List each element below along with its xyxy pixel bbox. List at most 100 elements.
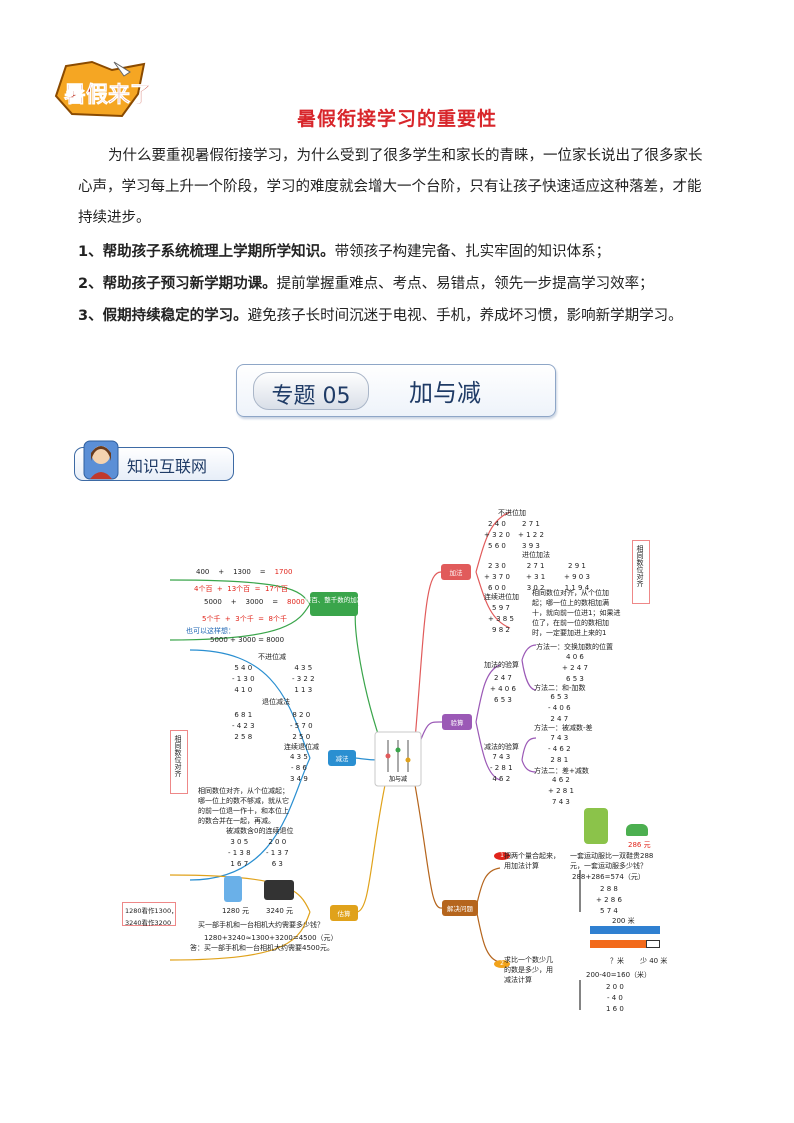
- add-h1: 不进位加: [498, 509, 526, 517]
- whole-eq3: 5000 + 3000 = 8000: [210, 636, 285, 644]
- bar-200: [590, 926, 660, 934]
- mind-map: 加与减 整百、整千数的加减 减法 估算 加法 验算 解决问题: [169, 511, 581, 1010]
- intro-line: 心声，学习每上升一个阶段，学习的难度就会增大一个台阶，只有让孩子快速适应这种落差…: [78, 179, 702, 195]
- est-price2: 3240 元: [266, 907, 294, 915]
- branch-check-label: 验算: [451, 718, 465, 727]
- branch-check: [442, 714, 472, 730]
- est-question: 买一部手机和一台相机大约需要多少钱？: [198, 921, 324, 929]
- est-note-box: 1280看作1300， 3240看作3200: [122, 902, 178, 927]
- point-item: 3、假期持续稳定的学习。避免孩子长时间沉迷于电视、手机，养成坏习惯，影响新学期学…: [78, 308, 683, 324]
- bar-less: [646, 940, 660, 948]
- sub-h2: 退位减法: [262, 698, 290, 706]
- est-price1: 1280 元: [222, 907, 250, 915]
- check-m4: 方法二：差+减数: [534, 767, 589, 775]
- solve-price: 286 元: [628, 841, 651, 849]
- intro-line: 为什么要重视暑假衔接学习，为什么受到了很多学生和家长的青睐，一位家长说出了很多家…: [108, 148, 703, 164]
- whole-eq1: 400 + 1300 = 1700: [196, 568, 293, 576]
- point-item: 2、帮助孩子预习新学期功课。提前掌握重难点、考点、易错点，领先一步提高学习效率；: [78, 276, 654, 292]
- add-tip: 相同数位对齐，从个位加起；哪一位上的数相加满十，就向前一位进1；如果进位了，在前…: [532, 589, 621, 637]
- solve-s2: 求比一个数少几的数是多少，用减法计算: [504, 956, 553, 984]
- branch-est-label: 估算: [338, 909, 352, 918]
- solve-less: 少 40 米: [640, 957, 668, 965]
- whole-eq2b: 5个千 + 3个千 = 8个千: [202, 615, 287, 623]
- check-m1: 方法一：交换加数的位置: [536, 643, 613, 651]
- topic-tag: 专题 05: [253, 372, 369, 410]
- sub-side-note: 相同数位对齐: [170, 730, 188, 794]
- page-title: 暑假衔接学习的重要性: [296, 108, 497, 130]
- add-side-note: 相同数位对齐: [632, 540, 650, 604]
- branch-line: [414, 571, 442, 741]
- intro-paragraph: 为什么要重视暑假衔接学习，为什么受到了很多学生和家长的青睐，一位家长说出了很多家…: [78, 141, 728, 234]
- branch-solve-label: 解决问题: [447, 904, 474, 913]
- sub-h3: 连续退位减: [284, 743, 319, 751]
- branch-est: [330, 905, 358, 921]
- step1-marker: 1: [494, 852, 510, 860]
- branch-sub: [328, 750, 356, 766]
- branch-add: [441, 564, 471, 580]
- phone-icon: [224, 876, 242, 902]
- branch-line: [354, 604, 381, 741]
- topic-title: 加与减: [409, 379, 481, 407]
- sportswear-icon: [584, 808, 608, 844]
- check-h1: 加法的验算: [484, 661, 519, 669]
- est-answer: 答：买一部手机和一台相机大约需要4500元。: [190, 944, 334, 952]
- step2-marker: 2: [494, 960, 510, 968]
- topic-banner: 专题 05 加与减: [236, 364, 556, 417]
- solve-s1: 把两个量合起来，用加法计算: [504, 852, 560, 870]
- branch-sub-label: 减法: [336, 754, 350, 763]
- whole-eq2: 5000 + 3000 = 8000: [204, 598, 305, 606]
- branch-line: [356, 784, 386, 913]
- branch-whole-label: 整百、整千数的加减: [305, 595, 364, 604]
- sub-h1: 不进位减: [258, 653, 286, 661]
- shoes-icon: [626, 824, 648, 836]
- solve-len: 200 米: [612, 917, 635, 925]
- add-h2: 进位加法: [522, 551, 550, 559]
- whole-note: 也可以这样想：: [186, 627, 235, 635]
- logo-text: 暑假来了: [64, 83, 150, 108]
- branch-add-label: 加法: [450, 568, 464, 577]
- teacher-avatar-icon: [82, 437, 120, 481]
- camera-icon: [264, 880, 294, 900]
- logo: 暑假来了: [52, 58, 152, 120]
- check-m3: 方法一：被减数-差: [534, 724, 593, 732]
- intro-line: 持续进步。: [78, 210, 151, 226]
- add-h3: 连续进位加: [484, 593, 519, 601]
- solve-q1: 一套运动服比一双鞋贵288元，一套运动服多少钱？: [570, 852, 654, 870]
- point-item: 1、帮助孩子系统梳理上学期所学知识。带领孩子构建完备、扎实牢固的知识体系；: [78, 244, 611, 260]
- solve-calc2: 200-40=160（米）: [586, 971, 652, 979]
- branch-whole: [310, 592, 358, 616]
- est-calc: 1280+3240≈1300+3200=4500（元）: [204, 934, 338, 942]
- check-m2: 方法二：和-加数: [534, 684, 586, 692]
- center-label: 加与减: [389, 775, 407, 783]
- solve-unknown: ？米: [610, 957, 624, 965]
- sub-h4: 被减数含0的连续退位: [226, 827, 294, 835]
- solve-calc1: 288+286=574（元）: [572, 873, 645, 881]
- branch-solve: [442, 900, 478, 916]
- section-label: 知识互联网: [127, 457, 208, 476]
- whole-eq1b: 4个百 + 13个百 = 17个百: [194, 585, 288, 593]
- branch-line: [414, 784, 443, 909]
- check-h2: 减法的验算: [484, 743, 519, 751]
- bar-160: [590, 940, 646, 948]
